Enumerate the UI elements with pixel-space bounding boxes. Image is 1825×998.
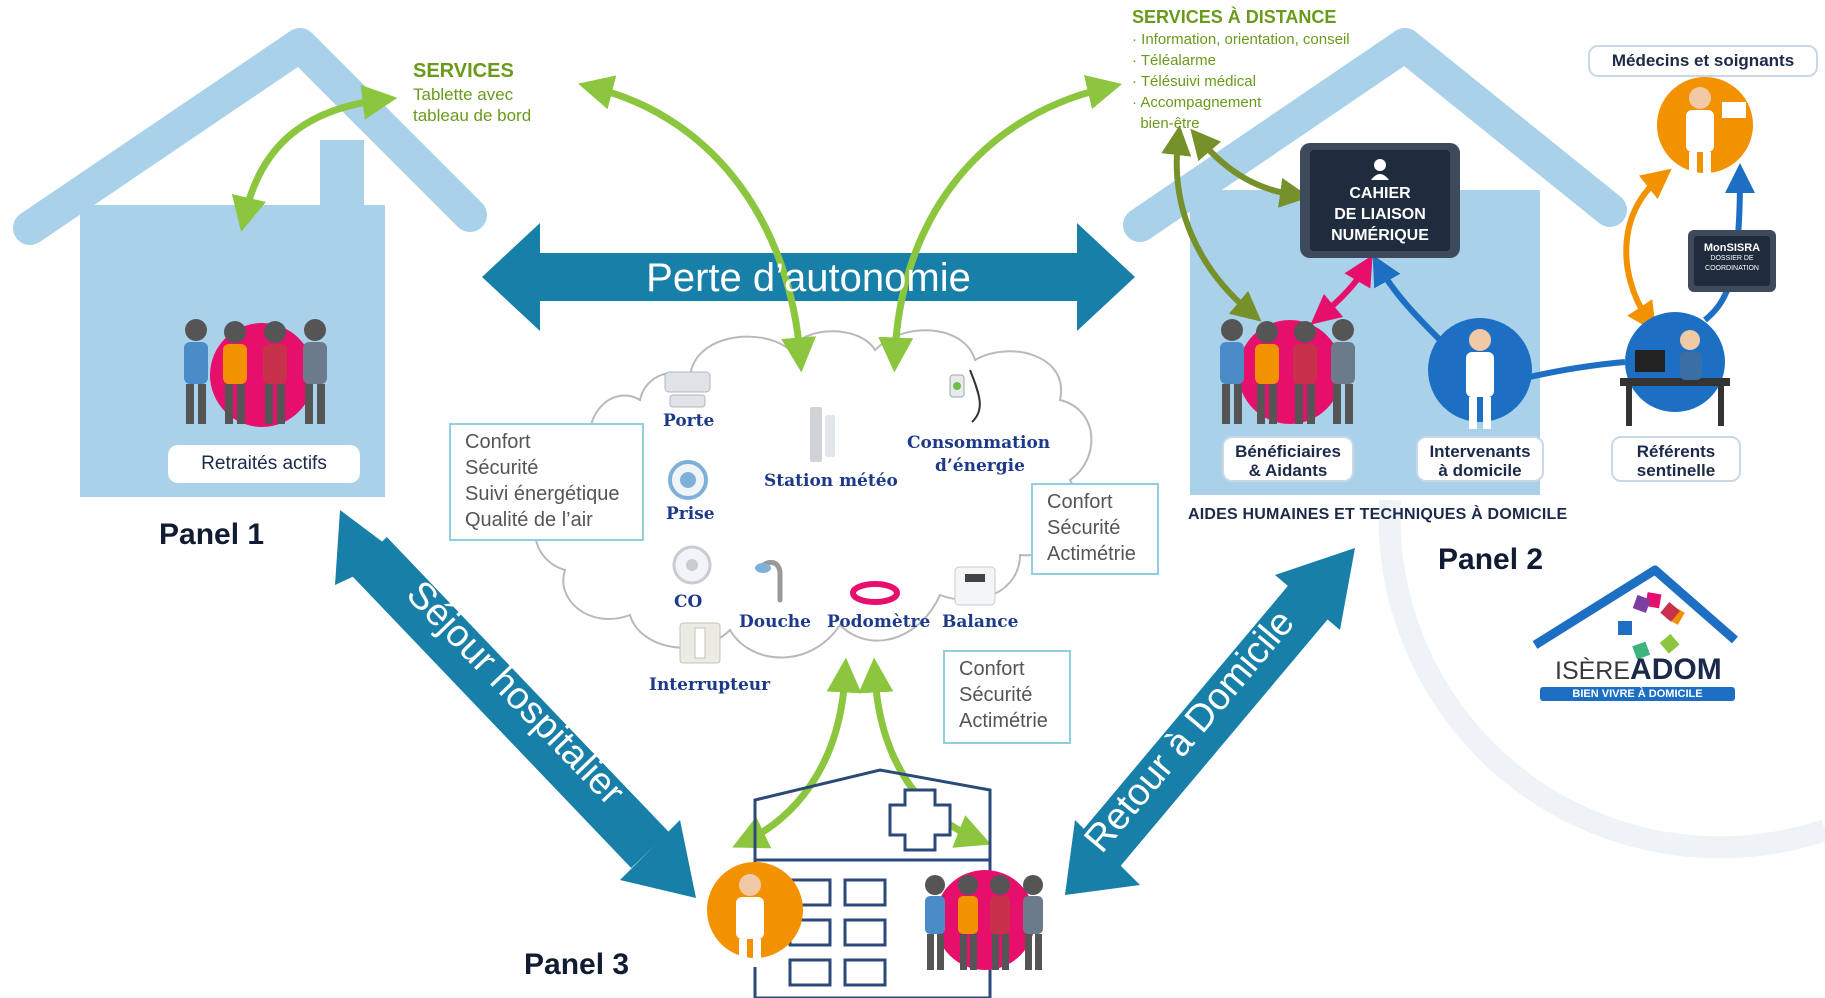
arrow-referents-medecins: [1623, 168, 1672, 333]
device-douche-label: Douche: [739, 612, 811, 632]
device-conso-label-2: d’énergie: [935, 456, 1025, 476]
monsisra-label: MonSISRA DOSSIER DE COORDINATION: [1694, 242, 1770, 274]
arrow-sejour-hospitalier: [335, 510, 696, 898]
services-distance-title: SERVICES À DISTANCE: [1132, 7, 1337, 27]
box-item: Sécurité: [1047, 517, 1121, 539]
panel-3-title: Panel 3: [524, 948, 630, 981]
medecin-icon: [1657, 77, 1753, 180]
door-sensor-icon: [664, 371, 711, 408]
medecins-soignants-label: Médecins et soignants: [1588, 45, 1818, 77]
monsisra-line-1: MonSISRA: [1703, 242, 1761, 254]
panel-2-title: Panel 2: [1438, 543, 1544, 576]
cahier-line-3: NUMÉRIQUE: [1331, 227, 1429, 244]
referent-icon: [1620, 312, 1730, 426]
referents-label: Référents sentinelle: [1611, 436, 1741, 482]
energy-meter-icon: [949, 369, 981, 423]
tablet-icon: [1300, 143, 1460, 258]
box-item: Confort: [1047, 491, 1113, 513]
intervenant-icon: [1428, 318, 1532, 429]
arrow-retour-domicile: [1065, 548, 1355, 895]
device-conso-label-1: Consommation: [907, 433, 1051, 453]
retraites-actifs-label: Retraités actifs: [168, 445, 360, 483]
device-podometre-label: Podomètre: [827, 612, 931, 632]
switch-icon: [679, 622, 721, 664]
device-balance-label: Balance: [942, 612, 1019, 632]
beneficiaires-line-1: Bénéficiaires: [1235, 442, 1341, 461]
co-sensor-icon: [672, 545, 712, 585]
services-line2: tableau de bord: [413, 106, 532, 125]
services-line1: Tablette avec: [413, 85, 514, 104]
box-item: Suivi énergétique: [465, 483, 620, 505]
weather-station-icon: [810, 407, 835, 462]
box-item: Actimétrie: [1047, 543, 1136, 565]
services-title: SERVICES: [413, 60, 514, 82]
box-item: Sécurité: [465, 457, 539, 479]
beneficiaires-group-icon: [1220, 319, 1355, 424]
isere-adom-logo: [1532, 565, 1738, 701]
services-distance-item: bien-être: [1132, 115, 1200, 132]
background-arc: [1378, 499, 1825, 859]
logo-text: ISÈREADOM: [1555, 655, 1722, 686]
arrow-cloud-right: [878, 75, 1123, 373]
house-1: [13, 28, 487, 497]
services-distance-list: · Information, orientation, conseil · Té…: [1132, 29, 1350, 134]
intervenants-line-1: Intervenants: [1429, 442, 1531, 461]
logo-tagline: BIEN VIVRE À DOMICILE: [1572, 688, 1703, 700]
arrow-intervenants-tablet: [1372, 254, 1448, 348]
services-distance-item: · Téléalarme: [1132, 52, 1216, 69]
services-distance-item: · Télésuivi médical: [1132, 73, 1256, 90]
device-station-label: Station météo: [764, 471, 898, 491]
monsisra-line-3: COORDINATION: [1705, 265, 1759, 272]
box-item: Confort: [959, 658, 1025, 680]
box-panel1-services: Confort Sécurité Suivi énergétique Quali…: [449, 423, 644, 541]
arrow-beneficiaires-tablet: [1310, 255, 1373, 325]
shower-icon: [755, 560, 783, 603]
line-intervenants-referents: [1524, 359, 1626, 381]
hospital-medecin-icon: [707, 862, 803, 967]
box-item: Confort: [465, 431, 531, 453]
beneficiaires-label: Bénéficiaires & Aidants: [1222, 436, 1354, 482]
plug-icon: [668, 460, 708, 500]
cahier-liaison-label: CAHIER DE LIAISON NUMÉRIQUE: [1300, 183, 1460, 246]
arrow-services-tablet: [231, 84, 398, 233]
box-panel2-services: Confort Sécurité Actimétrie: [1031, 483, 1159, 575]
logo-name-2: ADOM: [1630, 653, 1722, 686]
arrow-services-beneficiaires: [1161, 125, 1262, 322]
retraites-group-icon: [184, 319, 327, 427]
panel-1-title: Panel 1: [159, 518, 265, 551]
monsisra-icon: [1688, 230, 1776, 292]
aides-humaines-label: AIDES HUMAINES ET TECHNIQUES À DOMICILE: [1188, 506, 1568, 523]
device-prise-label: Prise: [666, 504, 715, 524]
box-panel3-services: Confort Sécurité Actimétrie: [943, 650, 1071, 744]
hospital-group-icon: [925, 870, 1043, 970]
beneficiaires-line-2: & Aidants: [1248, 461, 1328, 480]
box-item: Qualité de l’air: [465, 509, 593, 531]
cahier-line-1: CAHIER: [1349, 185, 1411, 202]
scale-icon: [954, 566, 996, 606]
arrow-cloud-left: [578, 75, 817, 373]
device-porte-label: Porte: [663, 411, 715, 431]
perte-autonomie-label: Perte d’autonomie: [646, 256, 971, 300]
logo-name-1: ISÈRE: [1555, 657, 1631, 685]
referents-line-2: sentinelle: [1636, 461, 1716, 480]
cahier-line-2: DE LIAISON: [1334, 206, 1426, 223]
intervenants-label: Intervenants à domicile: [1416, 436, 1544, 482]
pedometer-icon: [850, 581, 900, 605]
services-distance-item: · Information, orientation, conseil: [1132, 31, 1350, 48]
box-item: Sécurité: [959, 684, 1033, 706]
intervenants-line-2: à domicile: [1438, 461, 1522, 480]
device-interrupteur-label: Interrupteur: [649, 675, 771, 695]
monsisra-line-2: DOSSIER DE: [1710, 255, 1754, 262]
arrow-hospital-right: [858, 657, 992, 848]
arrow-hospital-left: [732, 657, 862, 849]
device-co-label: CO: [674, 592, 703, 612]
referents-line-1: Référents: [1636, 442, 1716, 461]
box-item: Actimétrie: [959, 710, 1048, 732]
services-distance-item: · Accompagnement: [1132, 94, 1262, 111]
